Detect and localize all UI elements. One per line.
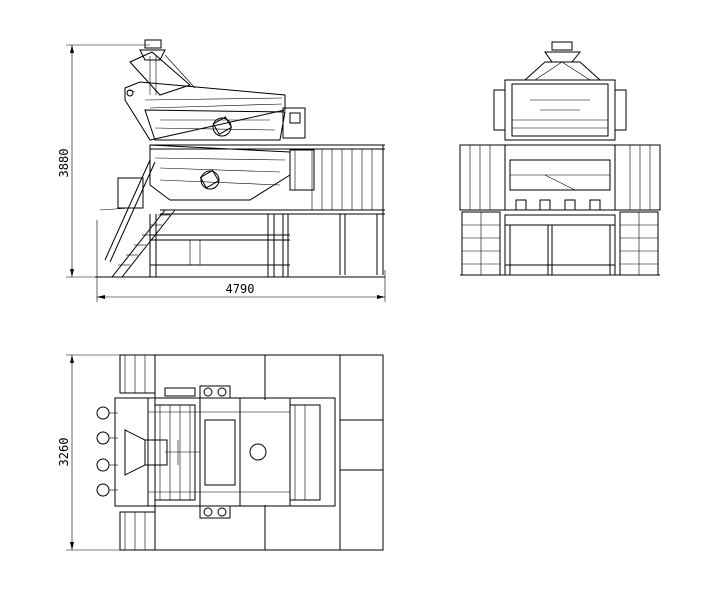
plan-top-stair [119, 354, 156, 394]
plan-machine-body [114, 397, 336, 507]
front-upper-body [493, 79, 627, 141]
screen-body [124, 81, 306, 141]
front-lower-body [504, 144, 616, 211]
front-right-ladder [619, 211, 659, 276]
side-platform-railing [150, 144, 385, 275]
side-width-label: 4790 [226, 282, 255, 296]
side-elevation-view: 3880 4790 [57, 39, 386, 302]
plan-outline [154, 354, 384, 551]
side-staircase [104, 159, 176, 278]
front-railings [459, 144, 661, 211]
front-elevation-view [459, 41, 661, 276]
plan-bottom-stair [119, 511, 156, 551]
front-left-ladder [461, 211, 501, 276]
plan-view: 3260 [57, 354, 384, 551]
side-width-dimension: 4790 [96, 220, 386, 302]
plan-hatched-deck [154, 404, 196, 501]
side-height-dimension: 3880 [57, 44, 150, 278]
plan-depth-label: 3260 [57, 438, 71, 467]
front-base-frame [460, 214, 660, 276]
plan-depth-dimension: 3260 [57, 354, 120, 551]
plan-drives [164, 385, 231, 519]
front-hopper [523, 41, 602, 81]
side-height-label: 3880 [57, 149, 71, 178]
feed-hopper [129, 39, 196, 96]
side-base-frame [95, 214, 385, 278]
lower-deck [99, 144, 315, 211]
plan-outlets [96, 406, 118, 497]
